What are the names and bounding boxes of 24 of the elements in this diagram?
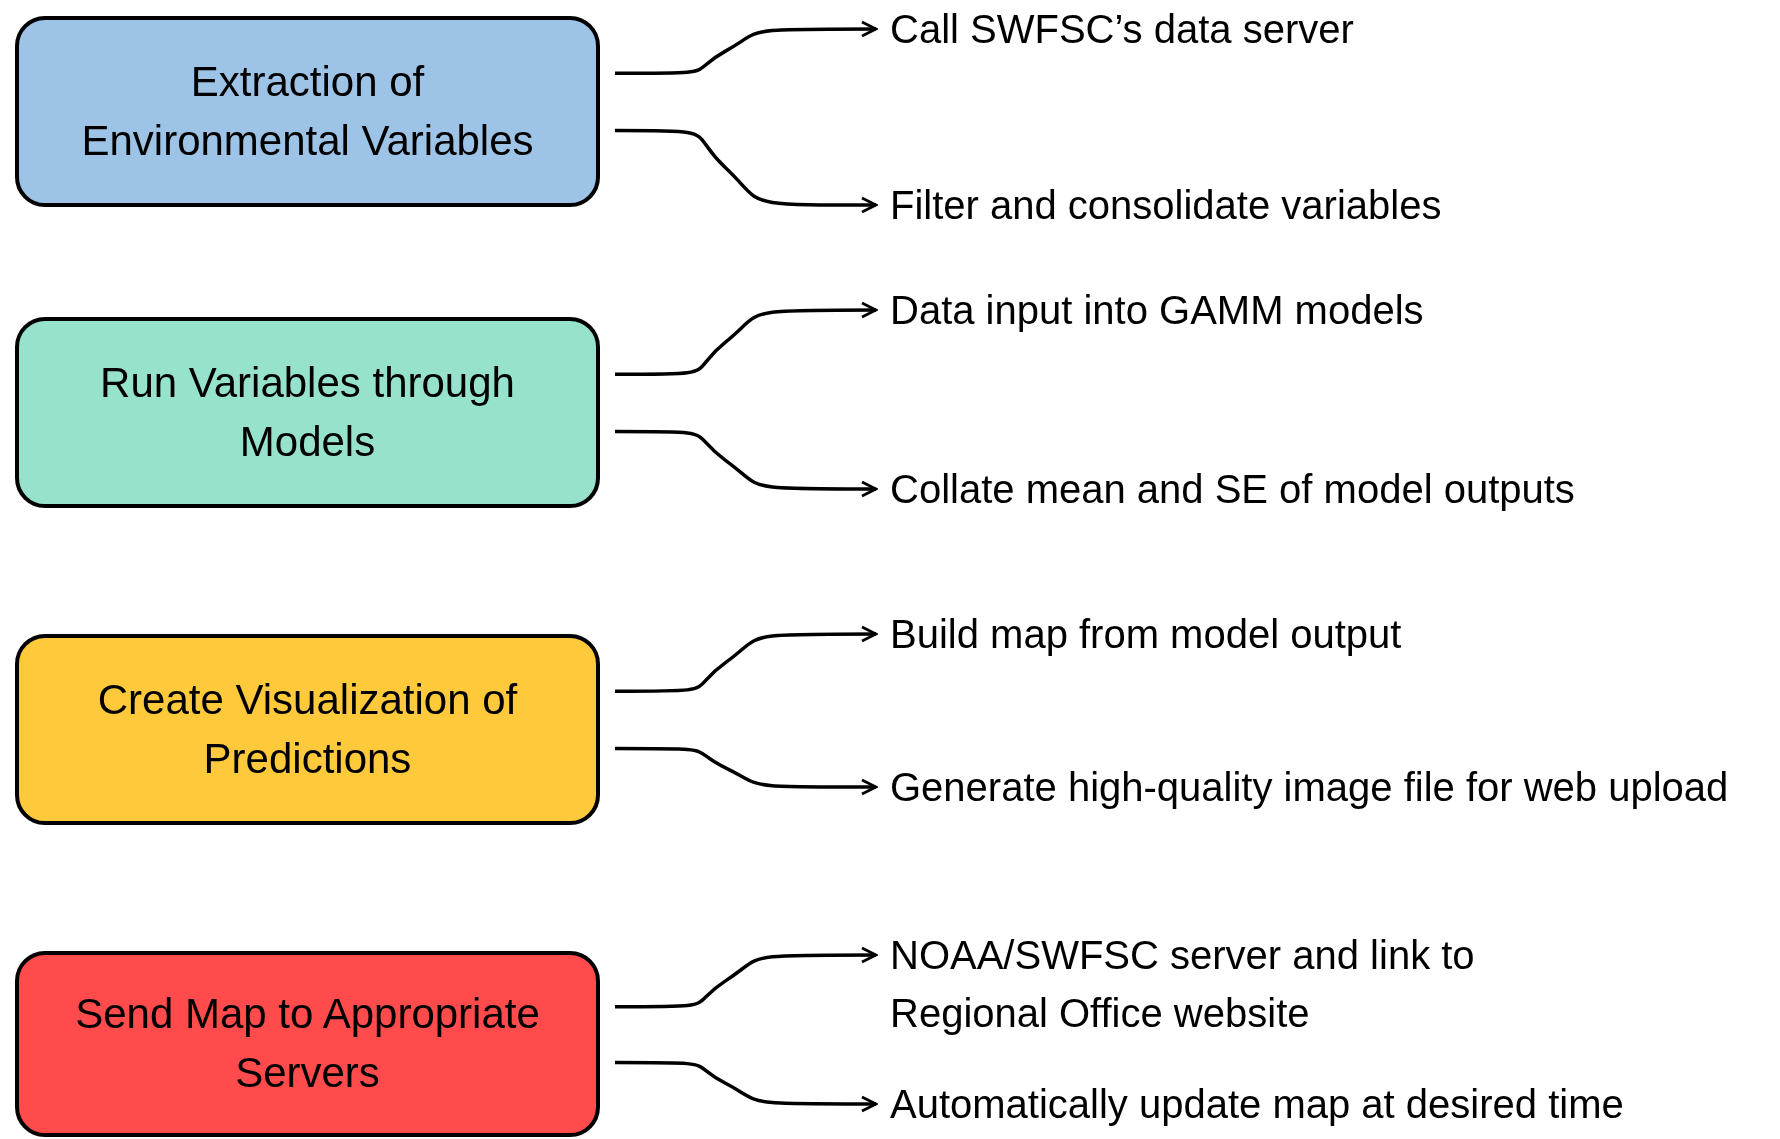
step-text: Generate high-quality image file for web upload [890, 758, 1730, 816]
box-label: Extraction of Environmental Variables [80, 56, 535, 166]
step-text: Data input into GAMM models [890, 281, 1770, 339]
box-label: Send Map to Appropriate Servers [74, 989, 541, 1098]
step-text: Automatically update map at desired time [890, 1075, 1770, 1133]
curved-arrow [615, 301, 878, 377]
step-text: Collate mean and SE of model outputs [890, 460, 1770, 518]
curved-arrow [615, 1060, 878, 1113]
step-text: Call SWFSC’s data server [890, 0, 1770, 58]
process-box [15, 634, 600, 825]
process-box [15, 317, 600, 508]
curved-arrow [615, 429, 878, 498]
curved-arrow [615, 20, 878, 76]
box-label: Run Variables through Models [99, 357, 516, 467]
step-text: Build map from model output [890, 605, 1770, 663]
curved-arrow [615, 746, 878, 796]
curved-arrow [615, 128, 878, 214]
process-box [15, 951, 600, 1137]
curved-arrow [615, 946, 878, 1009]
process-box [15, 16, 600, 207]
step-text: NOAA/SWFSC server and link to Regional Office website [890, 926, 1610, 1042]
step-text: Filter and consolidate variables [890, 176, 1770, 234]
curved-arrow [615, 625, 878, 694]
box-label: Create Visualization of Predictions [96, 674, 519, 784]
